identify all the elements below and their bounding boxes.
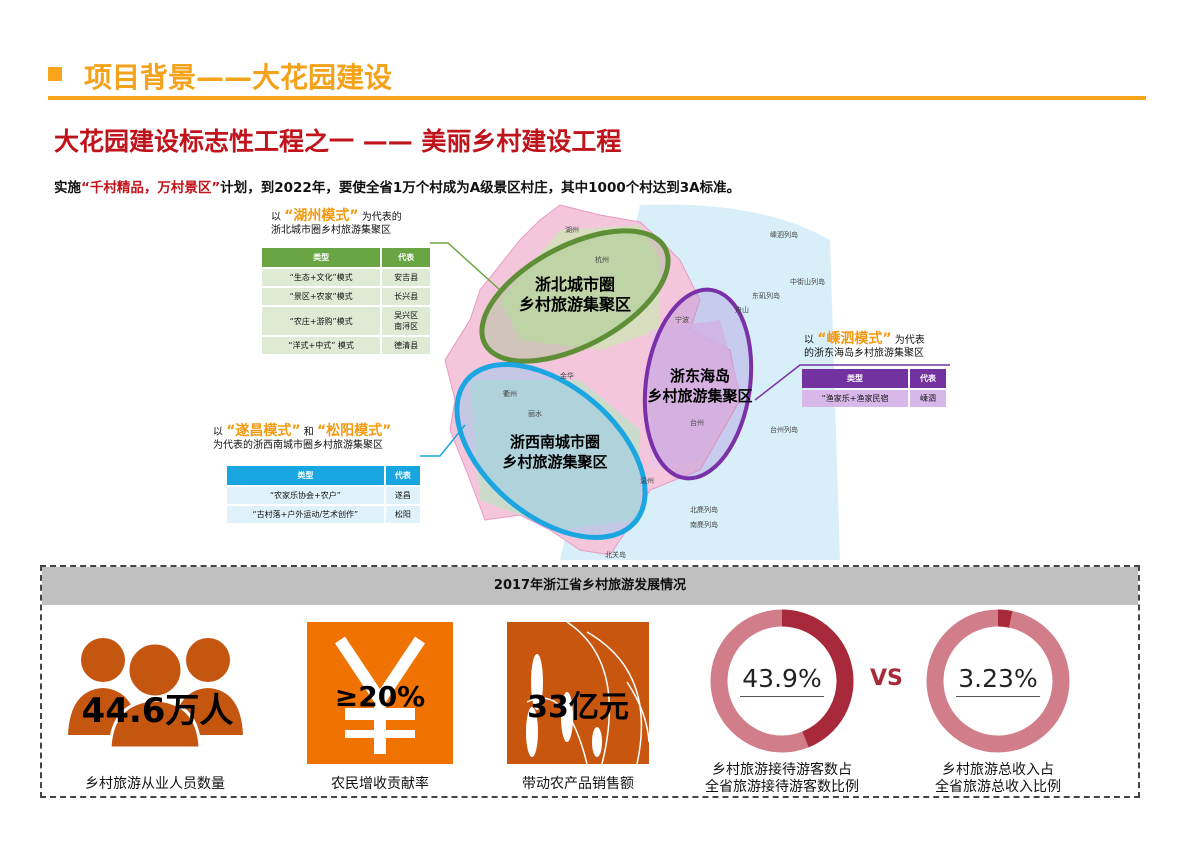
southwest-callout-label: 以 “遂昌模式” 和 “松阳模式” 为代表的浙西南城市圈乡村旅游集聚区 <box>213 423 392 451</box>
plan-sentence: 实施“千村精品，万村景区”计划，到2022年，要使全省1万个村成为A级景区村庄，… <box>54 176 740 196</box>
east-region-label: 浙东海岛乡村旅游集聚区 <box>647 367 753 405</box>
table-row: “农家乐协会+农户”遂昌 <box>227 487 420 504</box>
place-label: 北关岛 <box>605 550 626 559</box>
southwest-region-ellipse <box>454 362 648 540</box>
page-title: 项目背景——大花园建设 <box>84 61 393 94</box>
table-row: “古村落+户外运动/艺术创作”松阳 <box>227 506 420 523</box>
sales-value: 33亿元 <box>527 690 629 725</box>
place-label: 中街山列岛 <box>790 277 825 286</box>
sentence-pre: 实施 <box>54 180 81 196</box>
east-region-ellipse <box>642 287 754 481</box>
east-callout-label: 以 “嵊泗模式” 为代表 的浙东海岛乡村旅游集聚区 <box>804 331 925 359</box>
place-label: 金华 <box>560 371 574 380</box>
place-label: 东矶列岛 <box>752 291 780 300</box>
visitors-share-caption: 乡村旅游接待游客数占全省旅游接待游客数比例 <box>705 762 859 795</box>
place-label: 台州 <box>690 418 704 427</box>
place-label: 丽水 <box>528 409 542 418</box>
place-label: 台州列岛 <box>770 425 798 434</box>
north-region-ellipse <box>479 228 671 364</box>
place-label: 舟山 <box>735 305 749 314</box>
north-mode-table: 类型代表 “生态+文化”模式安吉县 “景区+农家”模式长兴县 “农庄+游购”模式… <box>260 246 432 356</box>
vs-label: VS <box>870 666 903 691</box>
revenue-share-caption: 乡村旅游总收入占全省旅游总收入比例 <box>935 762 1061 795</box>
sentence-post: 计划，到2022年，要使全省1万个村成为A级景区村庄，其中1000个村达到3A标… <box>220 180 741 196</box>
southwest-mode-table: 类型代表 “农家乐协会+农户”遂昌 “古村落+户外运动/艺术创作”松阳 <box>225 464 422 525</box>
table-row: “洋式+中式” 模式德清县 <box>262 337 430 354</box>
title-divider <box>48 96 1146 100</box>
donut-value-arc <box>781 609 854 748</box>
place-label: 温州 <box>640 476 654 485</box>
stats-title: 2017年浙江省乡村旅游发展情况 <box>42 567 1138 605</box>
workers-value: 44.6万人 <box>81 691 234 731</box>
donut-value-arc <box>997 609 1013 628</box>
income-caption: 农民增收贡献率 <box>331 776 429 792</box>
rice-icon <box>507 622 649 764</box>
north-callout-line <box>430 242 501 291</box>
section-subtitle: 大花园建设标志性工程之一 —— 美丽乡村建设工程 <box>54 127 622 156</box>
north-region-label: 浙北城市圈乡村旅游集聚区 <box>518 275 631 314</box>
workers-caption: 乡村旅游从业人员数量 <box>85 776 225 792</box>
title-bullet <box>48 67 62 81</box>
table-row: “景区+农家”模式长兴县 <box>262 288 430 305</box>
place-label: 衢州 <box>503 389 517 398</box>
yen-icon <box>307 622 453 764</box>
stats-panel <box>40 565 1140 798</box>
southwest-callout-line <box>420 424 466 457</box>
sentence-highlight: “千村精品，万村景区” <box>81 180 221 196</box>
table-row: “渔家乐+渔家民宿嵊泗 <box>802 390 946 407</box>
income-value: ≥20% <box>334 680 426 713</box>
visitors-share-value: 43.9% <box>740 664 824 697</box>
donut-charts <box>710 609 1070 753</box>
southwest-region-label: 浙西南城市圈乡村旅游集聚区 <box>502 433 608 471</box>
people-icon <box>68 638 243 750</box>
place-label: 宁波 <box>675 315 689 324</box>
sales-caption: 带动农产品销售额 <box>522 776 634 792</box>
east-callout-line <box>754 364 950 401</box>
place-label: 南麂列岛 <box>690 520 718 529</box>
table-row: “生态+文化”模式安吉县 <box>262 269 430 286</box>
place-label: 杭州 <box>595 255 609 264</box>
table-row: “农庄+游购”模式吴兴区 南浔区 <box>262 307 430 335</box>
place-label: 北麂列岛 <box>690 505 718 514</box>
east-mode-table: 类型代表 “渔家乐+渔家民宿嵊泗 <box>800 367 948 409</box>
place-label: 嵊泗列岛 <box>770 230 798 239</box>
place-label: 湖州 <box>565 225 579 234</box>
revenue-share-value: 3.23% <box>956 664 1040 697</box>
north-callout-label: 以 “湖州模式” 为代表的 浙北城市圈乡村旅游集聚区 <box>271 208 402 236</box>
